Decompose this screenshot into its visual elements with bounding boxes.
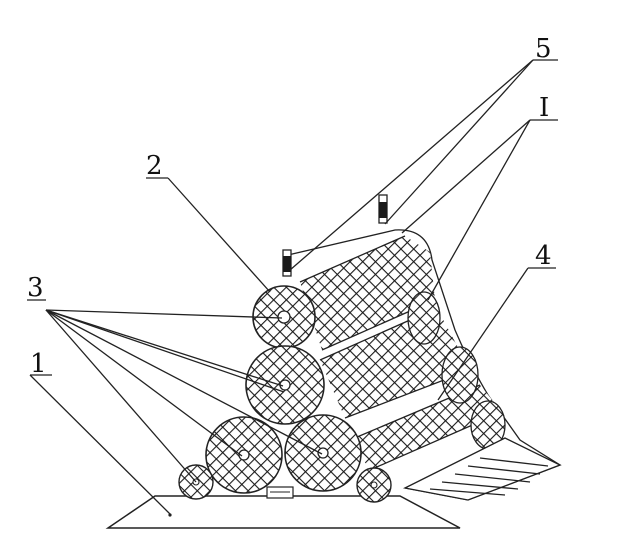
label-I: I (539, 93, 549, 123)
lower-apron (402, 437, 562, 501)
base-slab (105, 495, 461, 529)
strap-left (282, 249, 292, 277)
roll-small-right (356, 467, 392, 503)
roll-middle (245, 345, 325, 425)
label-1: 1 (30, 349, 47, 379)
strap-right (378, 194, 388, 224)
label-2: 2 (146, 151, 163, 181)
roll-bottom-left (205, 416, 283, 494)
leader-lines (27, 59, 558, 515)
roll-gap-block (266, 486, 294, 499)
label-5: 5 (535, 34, 552, 64)
label-3: 3 (27, 273, 44, 303)
apron-lines (429, 457, 549, 496)
slope-rolls (407, 291, 506, 450)
roll-bottom-right (284, 414, 362, 492)
label-4: 4 (535, 241, 552, 271)
base-point (168, 513, 172, 517)
